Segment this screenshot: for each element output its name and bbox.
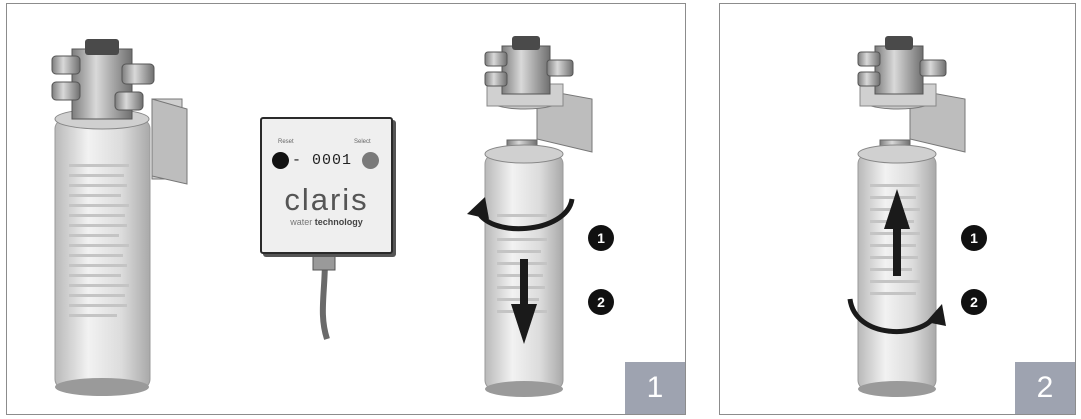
down-arrow-icon: [511, 259, 537, 344]
step-2-illustration: [847, 36, 966, 397]
select-label: Select: [354, 139, 371, 145]
step-1-panel: Reset Select - 0001 claris water technol…: [6, 3, 686, 415]
step-number-box: 2: [1015, 362, 1075, 414]
step-badge-1: 1: [961, 225, 987, 251]
counter-display: - 0001: [292, 152, 353, 169]
brand-tagline: water technology: [262, 217, 391, 227]
filter-head: [484, 36, 593, 153]
step-badge-2: 2: [961, 289, 987, 315]
assembled-filter: [51, 39, 188, 396]
step-badge-1: 1: [588, 225, 614, 251]
brand-logo: claris: [284, 182, 369, 217]
reset-label: Reset: [278, 139, 294, 145]
tagline-bold: technology: [314, 217, 363, 227]
rotate-arrow-icon: [847, 298, 938, 335]
up-arrow-icon: [884, 189, 910, 276]
step-number-box: 1: [625, 362, 685, 414]
step-badge-2: 2: [588, 289, 614, 315]
rotate-arrow-icon: [474, 198, 575, 232]
tagline-prefix: water: [290, 217, 313, 227]
filter-head: [857, 36, 966, 153]
select-button[interactable]: [362, 152, 379, 169]
filter-counter-device: Reset Select - 0001 claris water technol…: [260, 117, 393, 254]
reset-button[interactable]: [272, 152, 289, 169]
step-2-panel: 1 2 2: [719, 3, 1076, 415]
step-1-illustration: [51, 36, 593, 397]
